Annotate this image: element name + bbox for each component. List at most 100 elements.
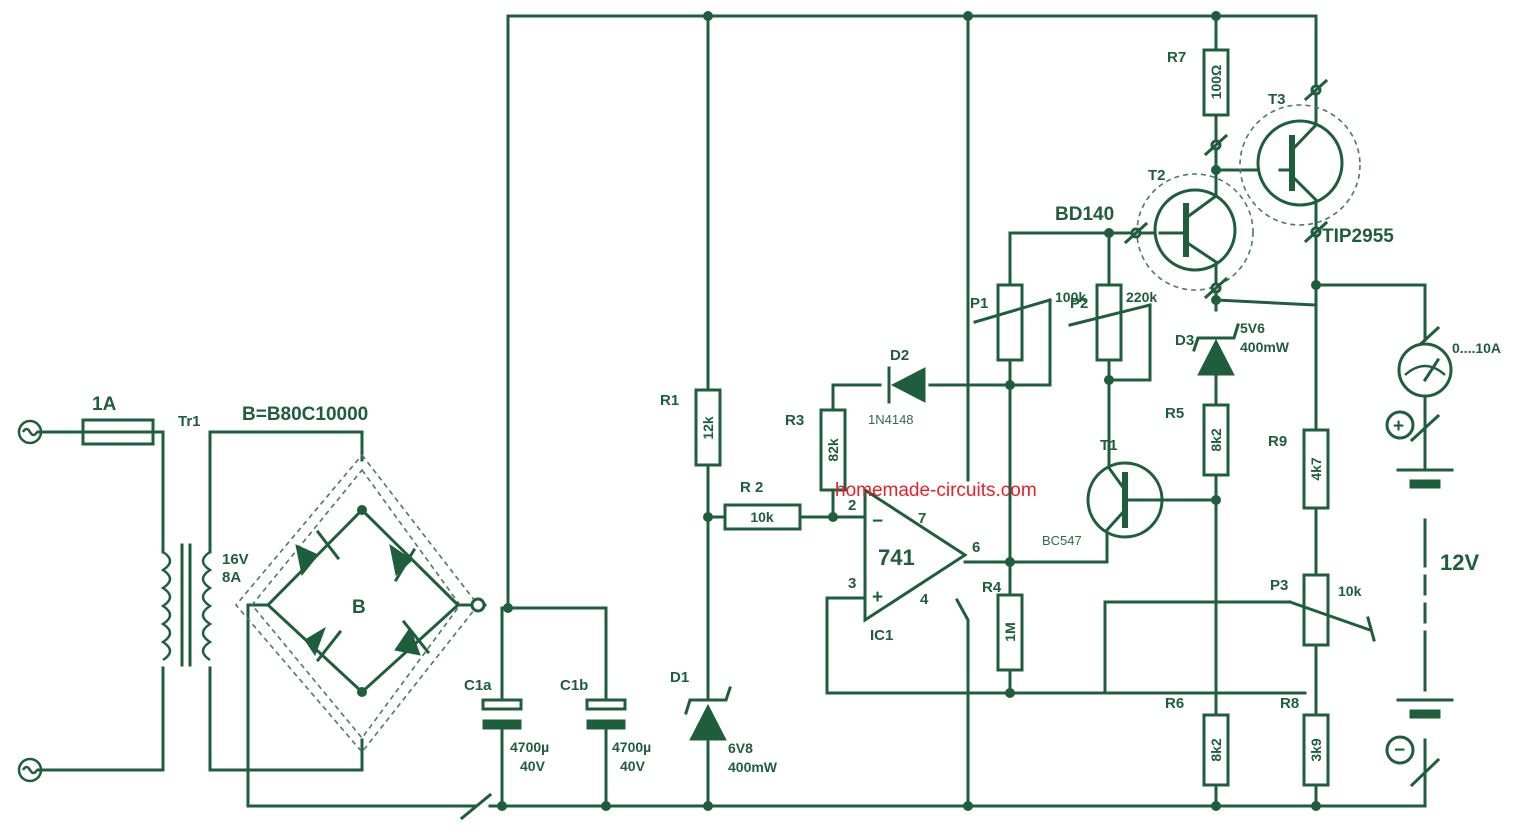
ammeter-plus: + <box>1393 416 1404 437</box>
t3-part: TIP2955 <box>1322 226 1394 247</box>
p1-name: P1 <box>970 295 988 312</box>
potentiometer-p2: P2 220k <box>1068 283 1157 382</box>
opamp-minus: − <box>872 511 883 532</box>
transistor-t1: T1 BC547 <box>1042 437 1164 548</box>
p2-name: P2 <box>1070 295 1088 312</box>
bridge-label: B <box>352 597 366 618</box>
d1-value: 6V8 <box>728 740 753 756</box>
t2-name: T2 <box>1148 167 1166 184</box>
ammeter: 0....10A + <box>1385 325 1501 443</box>
watermark: homemade-circuits.com <box>835 480 1037 501</box>
fuse: 1A <box>81 394 155 446</box>
fuse-label: 1A <box>92 394 117 415</box>
r3-name: R3 <box>785 412 804 429</box>
battery-minus: − <box>1394 740 1405 761</box>
r3-value: 82k <box>825 438 841 462</box>
bridge-rectifier: B=B80C10000 B <box>234 404 486 754</box>
bridge-diode-1-icon <box>295 529 341 577</box>
resistor-r5: 8k2 R5 <box>1165 403 1230 477</box>
c1a-value: 4700µ <box>510 739 549 755</box>
wires <box>36 14 1427 808</box>
opamp-pin-2: 2 <box>848 497 856 514</box>
transistor-t2: T2 BD140 <box>1055 167 1254 291</box>
d1-name: D1 <box>670 669 689 686</box>
bridge-terminal-icon <box>470 597 486 613</box>
t2-part: BD140 <box>1055 204 1114 225</box>
opamp-part: 741 <box>878 545 915 570</box>
r8-name: R8 <box>1280 695 1299 712</box>
c1b-name: C1b <box>560 677 588 694</box>
r6-name: R6 <box>1165 695 1184 712</box>
potentiometer-p3: P3 10k <box>1270 573 1376 647</box>
d3-value: 5V6 <box>1240 320 1265 336</box>
opamp-name: IC1 <box>870 627 893 644</box>
resistor-r8: 3k9 R8 <box>1280 695 1330 787</box>
zener-diode-d3: D3 5V6 400mW <box>1175 320 1290 376</box>
capacitor-c1b: C1b 4700µ 40V <box>560 677 651 774</box>
r8-value: 3k9 <box>1308 738 1324 762</box>
terminal-marks <box>1123 78 1329 300</box>
r9-name: R9 <box>1268 433 1287 450</box>
junction-dots <box>357 11 1321 811</box>
t1-part: BC547 <box>1042 533 1082 548</box>
minus-terminal-icon <box>1385 735 1415 765</box>
r2-value: 10k <box>750 509 774 525</box>
r9-value: 4k7 <box>1308 457 1324 481</box>
c1a-voltage: 40V <box>520 758 546 774</box>
ac-source-top-icon <box>17 419 43 445</box>
transformer-voltage: 16V <box>222 551 249 568</box>
r4-name: R4 <box>982 579 1002 596</box>
opamp-ic1: 741 − + 2 3 4 6 7 IC1 <box>848 487 980 644</box>
r7-value: 100Ω <box>1208 65 1224 100</box>
resistor-r3: 82k R3 <box>785 408 847 492</box>
r7-name: R7 <box>1167 49 1186 66</box>
transistor-t3: T3 TIP2955 <box>1239 91 1394 247</box>
plus-terminal-icon <box>1385 410 1415 440</box>
r2-name: R 2 <box>740 479 763 496</box>
opamp-pin-6: 6 <box>972 539 980 556</box>
r5-name: R5 <box>1165 405 1184 422</box>
diode-d2: D2 1N4148 <box>868 347 926 427</box>
transformer-label: Tr1 <box>178 413 201 430</box>
d3-name: D3 <box>1175 332 1194 349</box>
transformer-current: 8A <box>222 569 241 586</box>
bridge-diode-3-icon <box>304 626 343 663</box>
opamp-plus: + <box>872 587 883 608</box>
resistor-r6: 8k2 R6 <box>1165 695 1230 787</box>
r1-name: R1 <box>660 392 679 409</box>
p3-value: 10k <box>1338 583 1362 599</box>
bridge-diode-4-icon <box>394 619 431 656</box>
resistor-r4: 1M R4 <box>982 579 1024 672</box>
opamp-pin-3: 3 <box>848 575 856 592</box>
d1-power: 400mW <box>728 759 778 775</box>
opamp-pin-4: 4 <box>920 591 929 608</box>
t1-name: T1 <box>1100 437 1118 454</box>
d2-name: D2 <box>890 347 909 364</box>
d2-part: 1N4148 <box>868 412 914 427</box>
zener-diode-d1: D1 6V8 400mW <box>670 669 778 775</box>
ac-source-bottom-icon <box>17 757 43 783</box>
ground-terminal-icon <box>459 792 493 821</box>
resistor-r2: 10k R 2 <box>723 479 802 531</box>
p3-name: P3 <box>1270 577 1288 594</box>
resistor-r9: 4k7 R9 <box>1268 428 1330 510</box>
bridge-title: B=B80C10000 <box>242 404 368 425</box>
resistor-r1: 12k R1 <box>660 388 722 467</box>
p1-value: 100k <box>1055 289 1086 305</box>
transformer: Tr1 16V 8A <box>160 413 249 667</box>
d3-power: 400mW <box>1240 339 1290 355</box>
battery-12v: 12V − <box>1385 468 1479 788</box>
r4-value: 1M <box>1002 622 1018 641</box>
potentiometer-p1: P1 100k <box>970 283 1086 387</box>
opamp-pin-7: 7 <box>918 510 926 527</box>
resistor-r7: 100Ω R7 <box>1167 48 1230 117</box>
c1b-value: 4700µ <box>612 739 651 755</box>
r6-value: 8k2 <box>1208 738 1224 762</box>
battery-voltage: 12V <box>1440 550 1479 575</box>
r5-value: 8k2 <box>1208 428 1224 452</box>
c1b-voltage: 40V <box>620 758 646 774</box>
c1a-name: C1a <box>464 677 492 694</box>
capacitor-c1a: C1a 4700µ 40V <box>464 677 549 774</box>
t3-name: T3 <box>1268 91 1286 108</box>
p2-value: 220k <box>1126 289 1157 305</box>
